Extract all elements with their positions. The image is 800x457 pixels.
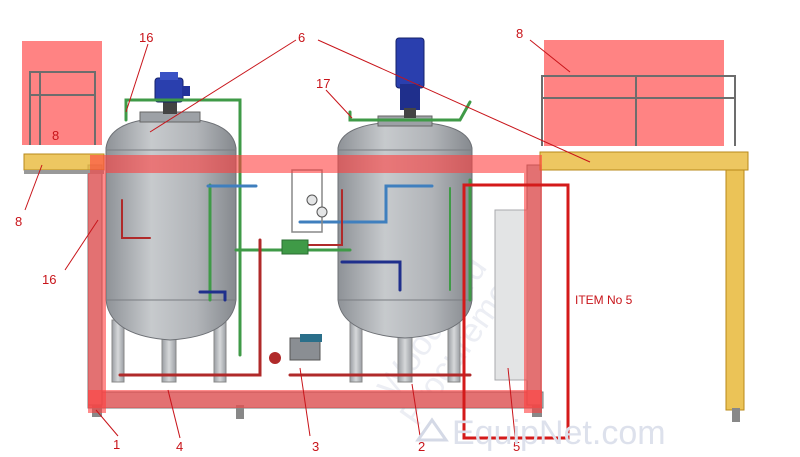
item-5-label: ITEM No 5 [575, 293, 633, 307]
gauge-panel [281, 169, 328, 255]
callout-8-left-side: 8 [15, 214, 22, 229]
callout-17: 17 [316, 76, 330, 91]
right-tank-motor [395, 37, 425, 118]
highlight-frame [88, 155, 542, 413]
callout-4: 4 [176, 439, 183, 454]
callout-2: 2 [418, 439, 425, 454]
callout-8-left-top: 8 [52, 128, 59, 143]
leader-lines [24, 39, 591, 439]
pump-unit [269, 334, 322, 364]
right-platform [539, 151, 749, 422]
item-5-outline [462, 183, 570, 440]
callout-16-side: 16 [42, 272, 56, 287]
left-tank [105, 98, 237, 383]
callout-5: 5 [513, 439, 520, 454]
side-cabinet [494, 209, 528, 381]
callout-3: 3 [312, 439, 319, 454]
callout-16-top: 16 [139, 30, 153, 45]
left-tank-motor [154, 72, 190, 103]
callout-6: 6 [298, 30, 305, 45]
brand-watermark-text: EquipNet.com [452, 414, 666, 452]
brand-watermark: EquipNet.com [415, 414, 666, 452]
highlight-left-railing [22, 41, 102, 145]
callout-8-right-top: 8 [516, 26, 523, 41]
callout-1: 1 [113, 437, 120, 452]
highlight-right-railing [541, 40, 736, 146]
